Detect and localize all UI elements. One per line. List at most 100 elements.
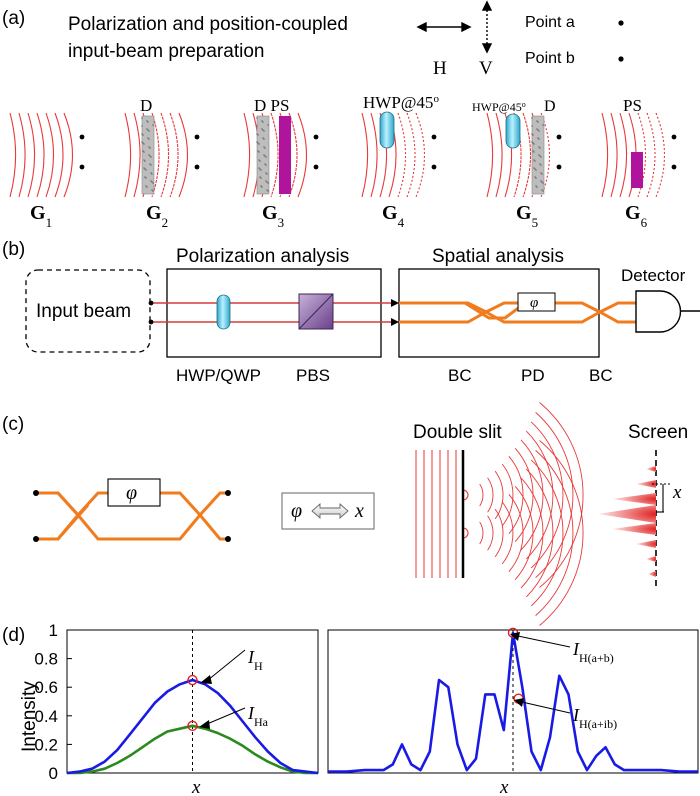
diffuser-speckle	[265, 164, 267, 166]
diffuser-speckle	[257, 134, 259, 136]
legend-h: H	[433, 58, 447, 79]
panel-label-d: (d)	[2, 625, 25, 646]
diffraction-wave-arc	[520, 477, 544, 589]
hwp-waveplate-icon	[505, 113, 521, 149]
wavefront-arc	[36, 112, 45, 198]
legend-point-a: Point a	[525, 14, 575, 31]
diffuser-speckle	[260, 169, 262, 171]
diffuser-speckle	[259, 160, 261, 162]
wavefront-group-g6	[601, 112, 677, 198]
fringe-lobe	[636, 480, 656, 488]
diffuser-speckle	[537, 121, 539, 123]
double-arrow-icon	[311, 503, 349, 519]
diffuser-speckle	[541, 173, 543, 175]
wavefront-arc	[169, 112, 179, 198]
mzi-crossings	[36, 504, 90, 541]
phase-delay-box	[517, 292, 556, 312]
wavefront-arc	[54, 112, 64, 198]
diffuser-speckle	[263, 146, 265, 148]
diffuser-speckle	[149, 147, 151, 149]
wavefront-arc	[27, 112, 36, 198]
wavefront-arc	[270, 112, 279, 198]
diffuser-speckle	[147, 121, 149, 123]
diffraction-wave-arc	[535, 412, 574, 578]
diffuser-speckle	[541, 181, 543, 183]
diffuser-speckle	[150, 164, 152, 166]
mzi-port-dot	[33, 490, 39, 496]
series-line-secondary	[67, 724, 318, 775]
mzi-port-dot	[33, 536, 39, 542]
diffuser-speckle	[536, 120, 538, 122]
wavefront-arc	[637, 112, 647, 198]
hwp-waveplate-icon	[216, 294, 231, 330]
interference-fringe-lobes	[598, 466, 656, 577]
diffuser-speckle	[145, 169, 147, 171]
diffuser-speckle	[258, 159, 260, 161]
legend-point-b: Point b	[525, 50, 575, 67]
diffuser-speckle	[538, 146, 540, 148]
diffuser-speckle	[256, 125, 258, 127]
wavefront-arc	[361, 112, 369, 198]
spatial-analysis-box	[398, 268, 600, 358]
wavefront-arc	[646, 112, 656, 198]
diffuser-speckle	[540, 156, 542, 158]
screen-x-marker	[652, 483, 672, 513]
diffuser-speckle	[143, 159, 145, 161]
h-arrow-icon	[416, 21, 472, 33]
equiv-phi: φ	[291, 500, 302, 522]
bc2-label: BC	[589, 366, 613, 385]
diffuser-speckle	[142, 150, 144, 152]
wavefront-group-g5	[486, 112, 562, 198]
diffuser-speckle	[149, 163, 151, 165]
polarization-analysis-title: Polarization analysis	[176, 246, 349, 267]
wavefront-arc	[178, 112, 189, 198]
y-tick-label: 0.2	[34, 735, 58, 754]
diffuser-speckle	[143, 151, 145, 153]
equiv-x: x	[354, 500, 364, 522]
mzi-phase-box	[107, 478, 161, 507]
diffuser-speckle	[533, 167, 535, 169]
diffuser-speckle	[535, 169, 537, 171]
fringe-lobe	[612, 493, 656, 505]
diffuser-speckle	[540, 164, 542, 166]
input-beam-label: Input beam	[36, 301, 131, 322]
diffuser-speckle	[531, 117, 533, 119]
wavefront-group-g3	[243, 112, 319, 198]
wavefront-groups	[9, 111, 677, 198]
g3-title: G3	[262, 202, 284, 230]
diffuser-speckle	[147, 129, 149, 131]
double-slit-waves	[415, 402, 584, 626]
pd-label: PD	[521, 366, 545, 385]
diffraction-wave-arc	[539, 440, 584, 626]
diffuser-speckle	[147, 137, 149, 139]
g5-label: HWP@45o	[472, 100, 526, 115]
point-b-dot-icon	[556, 164, 562, 170]
wavefront-arc	[415, 112, 426, 198]
phase-shifter-icon	[631, 152, 643, 188]
fringe-lobe	[646, 466, 656, 472]
wavefront-arc	[63, 112, 74, 198]
v-arrow-icon	[481, 0, 493, 54]
diffuser-speckle	[146, 120, 148, 122]
diffuser-speckle	[258, 151, 260, 153]
wavefront-arc	[406, 112, 416, 198]
point-b-dot-icon	[431, 164, 437, 170]
diffuser-icon	[141, 115, 155, 195]
input-port-dot-lower	[148, 319, 154, 325]
diffuser-speckle	[537, 137, 539, 139]
y-axis-label: Intensity	[19, 681, 40, 752]
fringe-lobe	[612, 523, 656, 535]
diffuser-speckle	[148, 154, 150, 156]
bc1-label: BC	[448, 366, 472, 385]
point-a-dot-icon	[618, 20, 624, 26]
diffuser-speckle	[260, 177, 262, 179]
diffuser-speckle	[534, 160, 536, 162]
diffuser-speckle	[533, 159, 535, 161]
diffuser-speckle	[531, 125, 533, 127]
diffraction-wave-arc	[514, 448, 534, 542]
wavefront-arc	[9, 112, 17, 198]
diffuser-speckle	[539, 163, 541, 165]
diffuser-speckle	[264, 147, 266, 149]
diffuser-speckle	[536, 186, 538, 188]
g6-label: PS	[623, 96, 642, 115]
